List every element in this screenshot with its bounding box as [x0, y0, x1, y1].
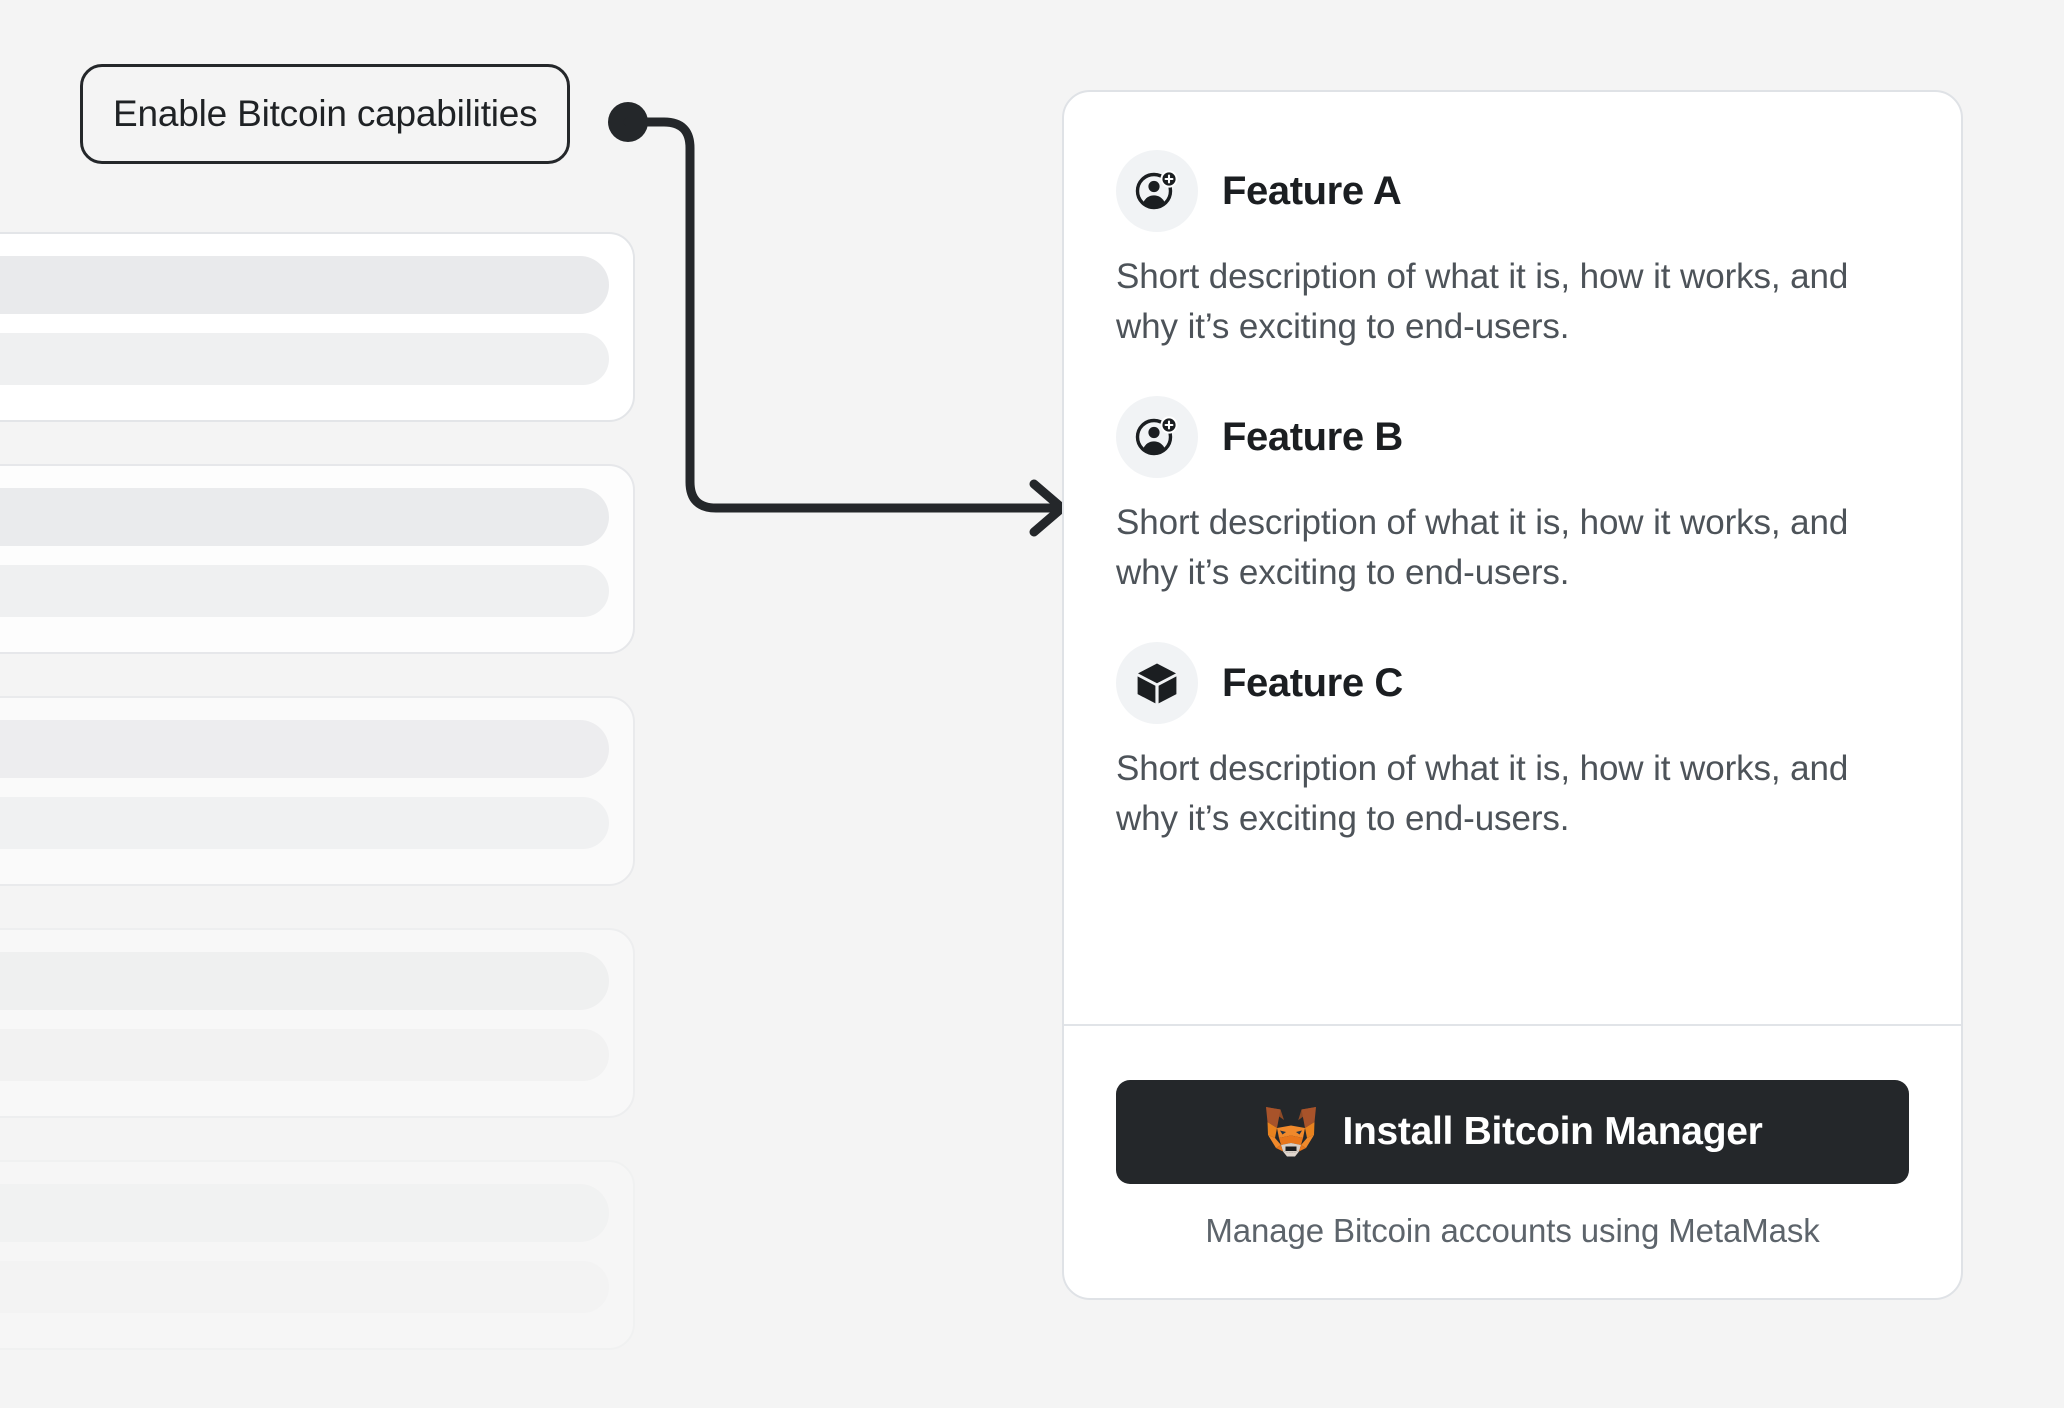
feature-list: Feature A Short description of what it i…: [1064, 92, 1961, 1024]
connector-dot: [608, 102, 648, 142]
skeleton-bar: [0, 1029, 609, 1081]
skeleton-bar: [0, 952, 609, 1010]
skeleton-bar: [0, 720, 609, 778]
section-divider: [1064, 1024, 1961, 1026]
callout-pill[interactable]: Enable Bitcoin capabilities: [80, 64, 571, 164]
user-add-icon: [1116, 396, 1198, 479]
skeleton-card: [0, 1160, 635, 1350]
feature-description: Short description of what it is, how it …: [1116, 749, 1849, 839]
feature-header: Feature A: [1116, 150, 1909, 232]
feature-header: Feature B: [1116, 396, 1909, 479]
skeleton-card: [0, 928, 635, 1118]
cube-icon: [1116, 642, 1198, 725]
install-section: Install Bitcoin Manager Manage Bitcoin a…: [1064, 1026, 1961, 1298]
feature-item: Feature B Short description of what it i…: [1116, 396, 1909, 598]
feature-title: Feature A: [1222, 168, 1402, 213]
metamask-fox-icon: [1262, 1104, 1320, 1160]
skeleton-placeholder-column: [0, 232, 640, 1408]
skeleton-bar: [0, 565, 609, 617]
install-button-label: Install Bitcoin Manager: [1342, 1110, 1763, 1153]
callout-connector: [608, 102, 1067, 537]
install-bitcoin-manager-button[interactable]: Install Bitcoin Manager: [1116, 1080, 1909, 1184]
skeleton-bar: [0, 488, 609, 546]
install-caption: Manage Bitcoin accounts using MetaMask: [1205, 1212, 1820, 1249]
connector-line: [623, 117, 1063, 513]
skeleton-bar: [0, 1184, 609, 1242]
callout-label: Enable Bitcoin capabilities: [113, 93, 538, 134]
skeleton-card: [0, 232, 635, 422]
feature-title: Feature C: [1222, 660, 1403, 705]
skeleton-bar: [0, 797, 609, 849]
skeleton-bar: [0, 1261, 609, 1313]
feature-description: Short description of what it is, how it …: [1116, 257, 1849, 347]
feature-item: Feature C Short description of what it i…: [1116, 642, 1909, 844]
feature-title: Feature B: [1222, 414, 1403, 459]
skeleton-card: [0, 464, 635, 654]
feature-item: Feature A Short description of what it i…: [1116, 150, 1909, 352]
skeleton-bar: [0, 333, 609, 385]
arrow-right-icon: [1029, 479, 1067, 537]
skeleton-card: [0, 696, 635, 886]
feature-description: Short description of what it is, how it …: [1116, 503, 1849, 593]
feature-header: Feature C: [1116, 642, 1909, 725]
feature-card: Feature A Short description of what it i…: [1062, 90, 1963, 1300]
skeleton-bar: [0, 256, 609, 314]
user-add-icon: [1116, 150, 1198, 232]
